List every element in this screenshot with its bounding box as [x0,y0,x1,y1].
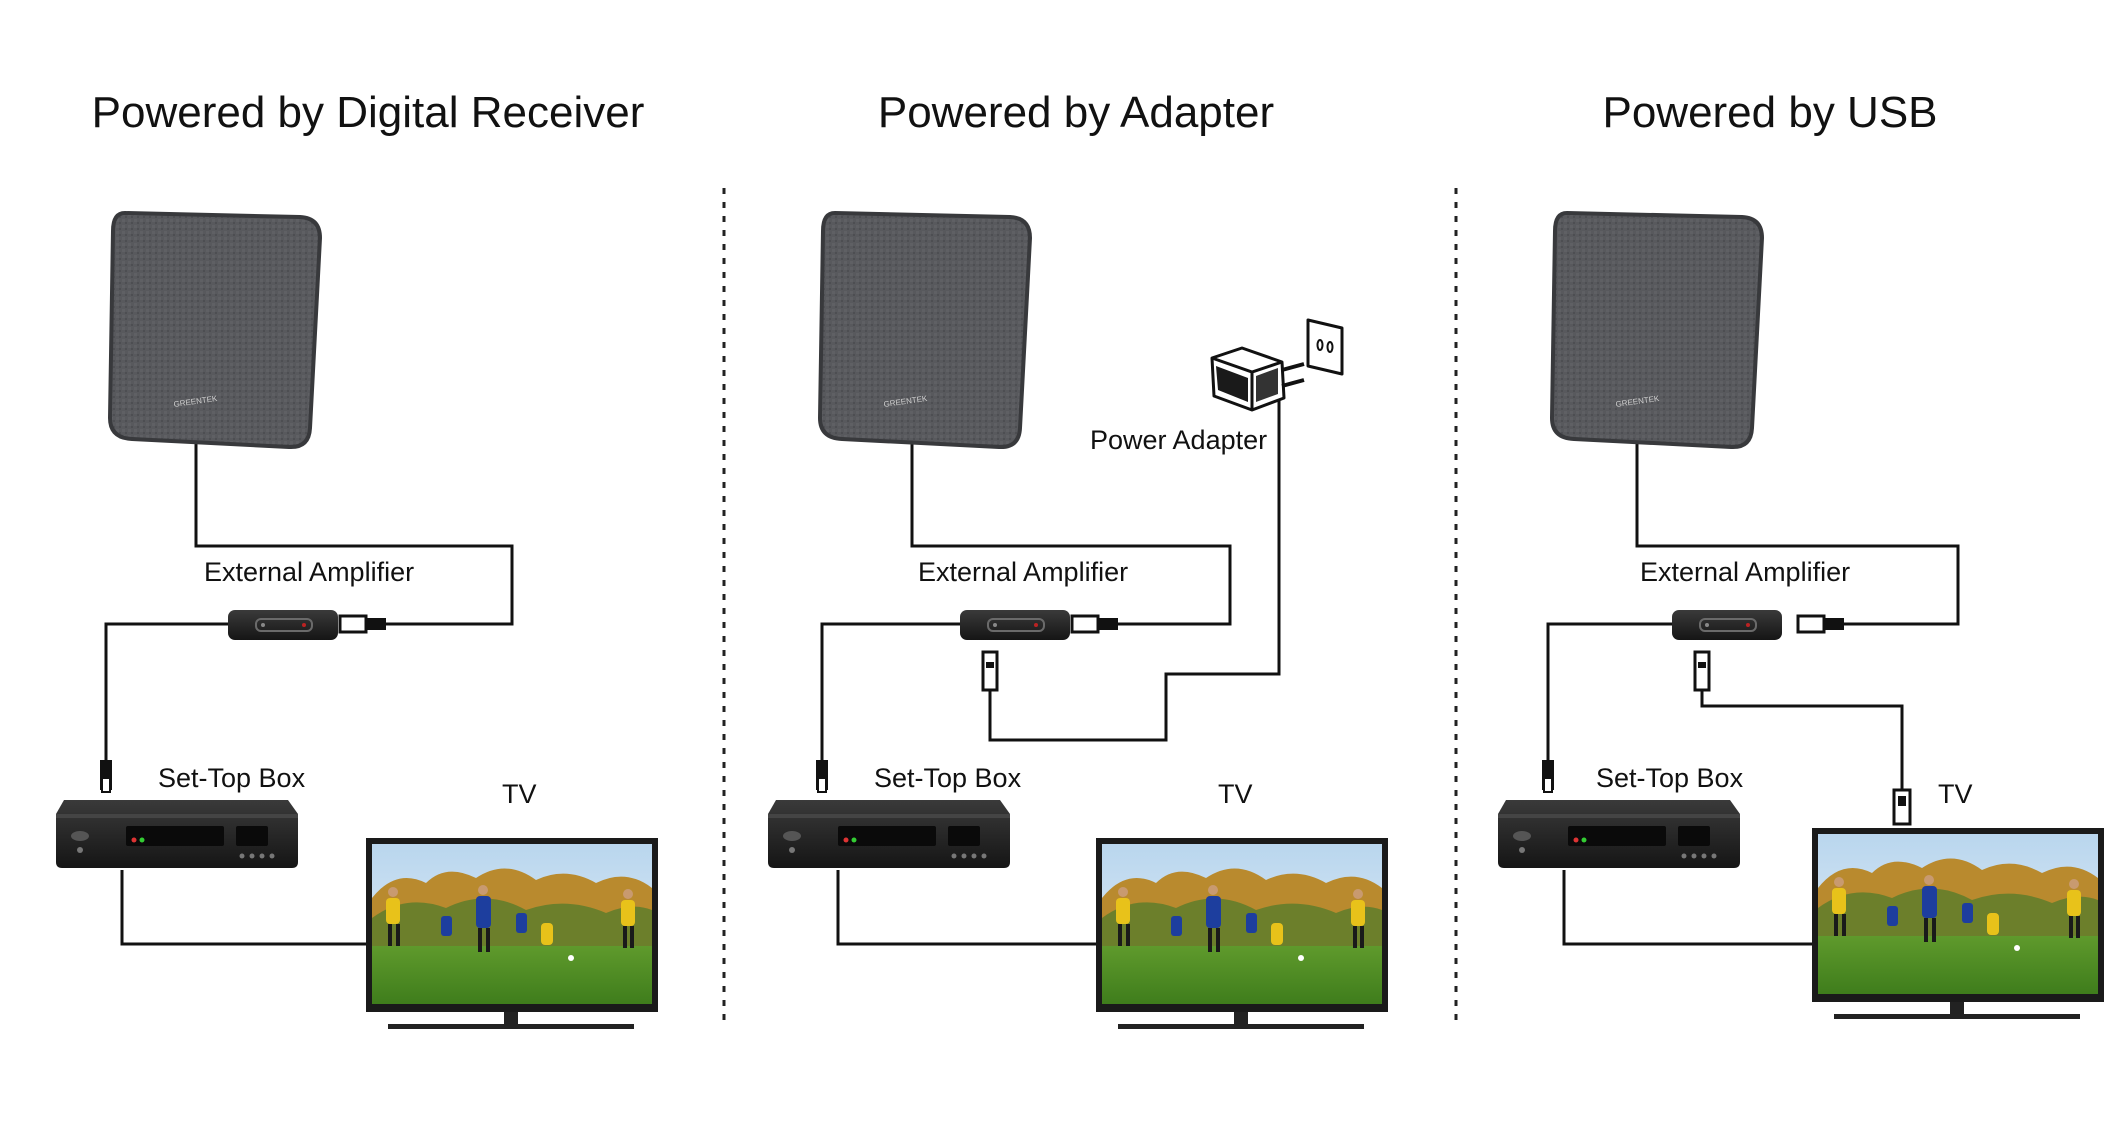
settop-label: Set-Top Box [874,763,1022,793]
coax-connector-icon [1070,614,1118,634]
panel-title-receiver: Powered by Digital Receiver [91,88,645,137]
set-top-box-icon [768,800,1010,868]
amplifier-label: External Amplifier [918,557,1129,587]
panel-receiver [56,211,658,1029]
panel-title-usb: Powered by USB [1602,88,1938,137]
tv-label: TV [1938,779,1973,809]
settop-label: Set-Top Box [1596,763,1744,793]
power-adapter-label: Power Adapter [1090,425,1268,455]
panel-usb [1498,211,2104,1019]
television-icon [366,838,658,1029]
amplifier-icon [1671,609,1783,641]
television-icon [1812,828,2104,1019]
tv-label: TV [1218,779,1253,809]
dc-plug-icon [1693,650,1711,692]
set-top-box-icon [1498,800,1740,868]
coax-connector-icon [1796,614,1844,634]
settop-label: Set-Top Box [158,763,306,793]
usb-plug-icon [1892,788,1912,826]
cables-adapter [820,388,1281,946]
flat-antenna-icon [108,211,322,450]
amplifier-icon [227,609,339,641]
cables-receiver [104,428,514,946]
cables-usb [1546,428,1960,946]
panel-title-adapter: Powered by Adapter [877,88,1275,137]
television-icon [1096,838,1388,1029]
amplifier-icon [959,609,1071,641]
dc-plug-icon [981,650,999,692]
tv-label: TV [502,779,537,809]
set-top-box-icon [56,800,298,868]
coax-connector-icon [338,614,386,634]
flat-antenna-icon [818,211,1032,450]
flat-antenna-icon [1550,211,1764,450]
panel-adapter [768,211,1388,1029]
amplifier-label: External Amplifier [1640,557,1851,587]
amplifier-label: External Amplifier [204,557,415,587]
power-adapter-icon [1210,318,1344,412]
